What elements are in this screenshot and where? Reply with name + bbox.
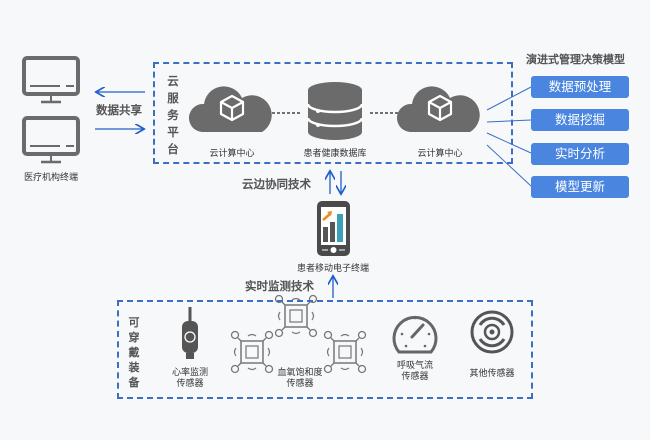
- decision-connectors: [486, 86, 532, 187]
- heart-rate-sensor-label: 心率监测传感器: [160, 368, 220, 390]
- wearable-label: 可穿戴装备: [128, 316, 140, 389]
- cloud-service-platform: [153, 62, 513, 164]
- decision-item-preprocess: 数据预处理: [531, 76, 629, 98]
- label-line: 传感器: [286, 379, 314, 389]
- mobile-phone-icon: [317, 201, 350, 256]
- health-db-label: 患者健康数据库: [303, 149, 367, 159]
- database-icon: [306, 82, 364, 140]
- monitor-icon: [22, 56, 80, 104]
- monitor-icon: [22, 116, 80, 164]
- other-sensor-label: 其他传感器: [469, 369, 515, 379]
- medical-terminal-label: 医疗机构终端: [23, 173, 78, 183]
- label-line: 呼吸气流: [396, 361, 433, 371]
- cloud-center-label: 云计算中心: [209, 149, 255, 159]
- patient-mobile-label: 患者移动电子终端: [296, 264, 369, 274]
- cloud-edge-tech-label: 云边协同技术: [242, 177, 311, 191]
- data-sharing-label: 数据共享: [96, 103, 142, 117]
- decision-item-realtime: 实时分析: [531, 143, 629, 165]
- label-line: 血氧饱和度: [277, 368, 323, 378]
- realtime-monitor-tech-label: 实时监测技术: [245, 279, 314, 293]
- decision-item-update: 模型更新: [531, 176, 629, 198]
- decision-item-mining: 数据挖掘: [531, 109, 629, 131]
- heart-rate-sensor-icon: [182, 307, 198, 359]
- breath-flow-gauge-icon: [392, 315, 438, 354]
- decision-model-title: 演进式管理决策模型: [526, 53, 625, 66]
- label-line: 传感器: [176, 379, 204, 389]
- label-line: 传感器: [401, 372, 429, 382]
- spo2-sensor-label: 血氧饱和度传感器: [270, 368, 330, 390]
- label-line: 心率监测: [171, 368, 208, 378]
- cloud-center-label: 云计算中心: [417, 149, 463, 159]
- breath-sensor-label: 呼吸气流传感器: [385, 361, 445, 383]
- cloud-platform-label: 云服务平台: [167, 74, 179, 156]
- other-sensor-icon: [470, 310, 514, 354]
- wearable-devices-group: [117, 300, 533, 399]
